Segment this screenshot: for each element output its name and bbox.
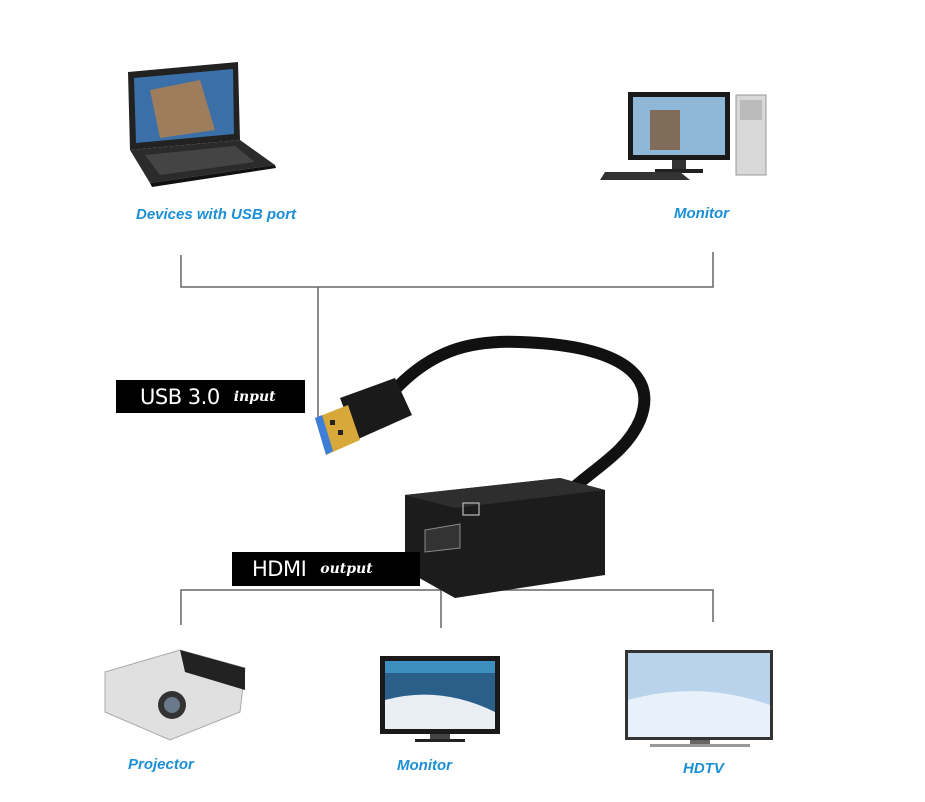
usb-input-tag: USB 3.0 input — [116, 380, 305, 413]
projector-image — [104, 649, 246, 741]
hdmi-output-tag: HDMI output — [232, 552, 420, 586]
top-bracket-line — [180, 252, 714, 288]
usb-input-tag-main: USB 3.0 — [140, 384, 220, 409]
monitor-image — [380, 656, 500, 742]
projector-label: Projector — [128, 756, 194, 773]
hdmi-output-tag-main: HDMI — [252, 557, 307, 581]
top-monitor-label: Monitor — [674, 205, 729, 222]
bottom-bracket-line — [180, 589, 714, 625]
laptop-image — [128, 62, 276, 187]
hdmi-output-tag-sub: output — [320, 561, 373, 577]
desktop-monitor-image — [600, 92, 767, 180]
hdtv-label: HDTV — [683, 760, 724, 777]
usb-input-tag-sub: input — [233, 388, 276, 405]
bottom-monitor-label: Monitor — [397, 757, 452, 774]
hdtv-image — [625, 650, 773, 747]
usb-device-label: Devices with USB port — [136, 206, 297, 223]
usb-hdmi-adapter-image — [315, 335, 651, 598]
